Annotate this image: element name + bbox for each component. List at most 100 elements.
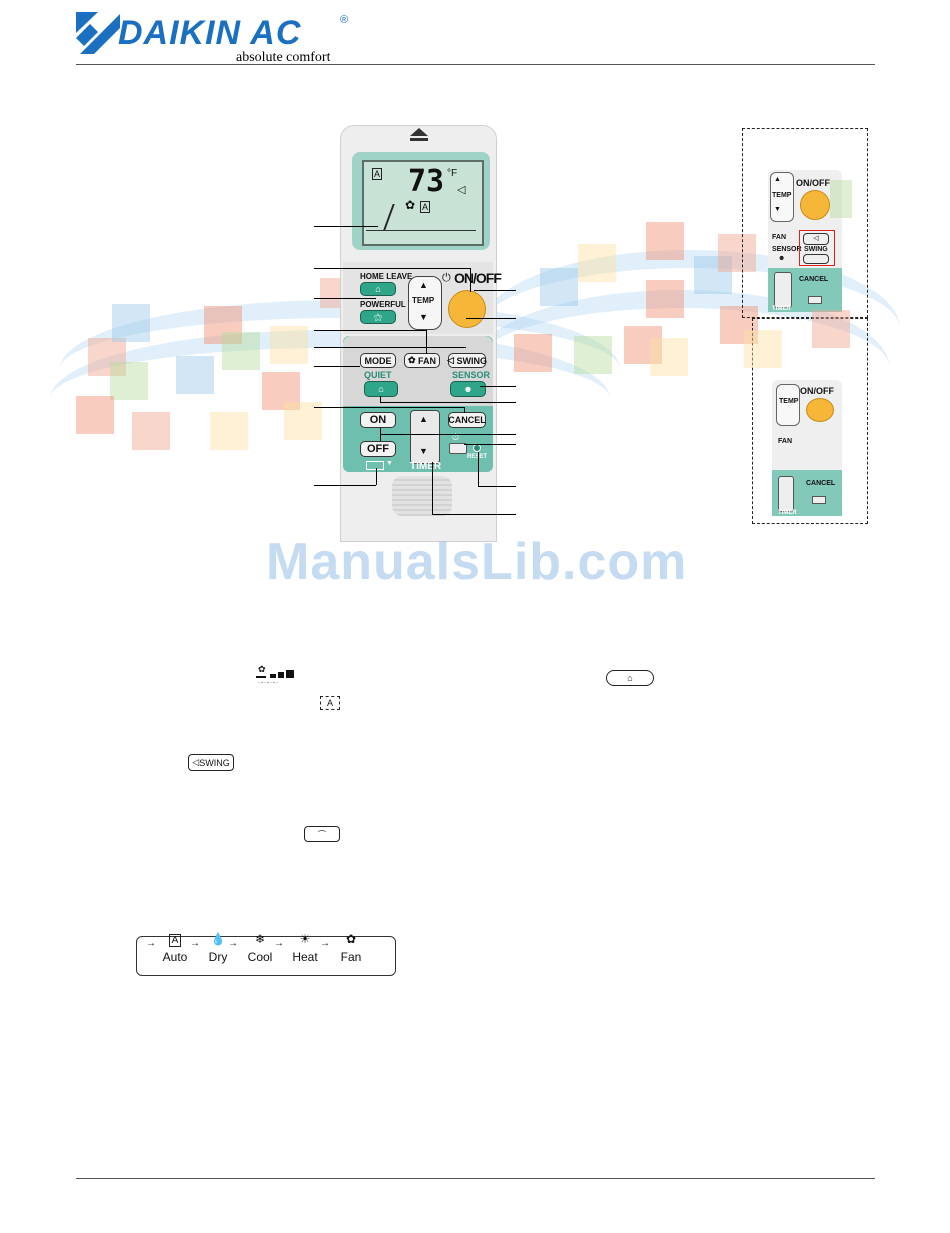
callout-line (470, 268, 471, 292)
callout-line (380, 396, 381, 402)
remote-grille (392, 476, 452, 516)
home-leave-icon: ⌂ (606, 670, 654, 686)
fan-speed-icon: ✿ ·-·-·-· (256, 664, 300, 686)
color-square (694, 256, 732, 294)
mini-fan-label: FAN (772, 234, 786, 241)
color-square (624, 326, 662, 364)
mini-clock-button[interactable] (812, 496, 826, 504)
color-square (132, 412, 170, 450)
temp-rocker[interactable] (408, 276, 442, 330)
mini-temp-rocker[interactable] (770, 172, 794, 222)
timer-off-button[interactable]: OFF (360, 441, 396, 457)
color-square (88, 338, 126, 376)
temp-down-icon[interactable]: ▼ (419, 312, 428, 322)
color-square (514, 334, 552, 372)
color-square (720, 306, 758, 344)
brand-tagline: absolute comfort (236, 50, 331, 65)
mini-on-off-label: ON/OFF (800, 386, 834, 396)
timer-rocker[interactable] (410, 410, 440, 464)
lcd-unit: °F (447, 168, 458, 179)
fan-button[interactable]: ✿ FAN (404, 353, 440, 368)
mini-fan-label: FAN (778, 438, 792, 445)
mini-temp-label: TEMP (772, 192, 792, 199)
reset-button[interactable] (473, 444, 481, 452)
mini-temp-rocker[interactable] (776, 384, 800, 426)
mini-down-icon: ▼ (774, 206, 781, 213)
mini-temp-label: TEMP (779, 398, 799, 405)
callout-line (464, 444, 516, 445)
color-square (262, 372, 300, 410)
color-square (270, 326, 308, 364)
callout-line (478, 486, 516, 487)
powerful-label: POWERFUL (360, 300, 406, 309)
callout-line (432, 514, 516, 515)
mini-timer-rocker[interactable] (778, 476, 794, 512)
flow-arrow-icon: → (228, 938, 238, 949)
callout-line (478, 452, 479, 486)
color-square (320, 278, 340, 308)
callout-line (314, 268, 470, 269)
callout-line (314, 485, 376, 486)
temp-label: TEMP (412, 296, 435, 305)
timer-label: TIMER (410, 461, 442, 472)
swing-button[interactable]: ◁ SWING (447, 353, 487, 368)
lcd-swing-icon: ◁ (457, 184, 466, 196)
color-square (222, 332, 260, 370)
color-square (578, 244, 616, 282)
timer-down-icon[interactable]: ▼ (419, 446, 428, 456)
mini-timer-rocker[interactable] (774, 272, 792, 308)
swing-icon: ◁SWING (188, 754, 234, 771)
callout-line (314, 366, 360, 367)
color-square (744, 330, 782, 368)
mode-label-cool: Cool (247, 950, 273, 964)
color-square (650, 338, 688, 376)
remote-daikin-logo-icon (410, 128, 428, 141)
mini-cancel-label: CANCEL (799, 276, 829, 283)
mode-button[interactable]: MODE (360, 353, 396, 368)
callout-line (376, 468, 377, 485)
mode-heat-icon: ☀ (299, 932, 311, 946)
mini-clock-button[interactable] (808, 296, 822, 304)
color-square (812, 310, 850, 348)
color-square (210, 412, 248, 450)
mode-label-fan: Fan (340, 950, 362, 964)
timer-up-icon[interactable]: ▲ (419, 414, 428, 424)
sensor-button[interactable]: ☻ (450, 381, 486, 397)
mini-swing-icon[interactable]: ◁ (803, 233, 829, 245)
mode-flow-box (136, 936, 396, 976)
mode-cool-icon: ❄ (254, 932, 266, 946)
mini-timer-label: TIMER (772, 306, 791, 312)
temp-up-icon[interactable]: ▲ (419, 280, 428, 290)
battery-icon (366, 461, 384, 470)
callout-line (432, 462, 433, 514)
quiet-button[interactable]: ⌂ (364, 381, 398, 397)
mini-swing-button[interactable] (803, 254, 829, 264)
cancel-button[interactable]: CANCEL (448, 412, 486, 428)
color-square (540, 268, 578, 306)
home-leave-label: HOME LEAVE (360, 272, 413, 281)
on-off-button[interactable] (448, 290, 486, 328)
mini-on-off-button[interactable] (800, 190, 830, 220)
home-leave-button[interactable]: ⌂ (360, 282, 396, 296)
battery-arrow-icon: ▼ (386, 460, 393, 467)
mode-auto-icon: A (155, 932, 195, 947)
color-square (76, 396, 114, 434)
mini-cancel-label: CANCEL (806, 480, 836, 487)
quiet-label: QUIET (364, 370, 392, 380)
mini-on-off-button[interactable] (806, 398, 834, 422)
clock-button[interactable] (449, 443, 467, 454)
color-square (204, 306, 242, 344)
color-square (284, 402, 322, 440)
timer-on-button[interactable]: ON (360, 412, 396, 428)
callout-line (314, 347, 466, 348)
color-square (176, 356, 214, 394)
swing-highlight-box (799, 230, 835, 266)
mini-sensor-label: SENSOR (772, 246, 802, 253)
powerful-button[interactable]: ⚝ (360, 310, 396, 324)
brand-name: DAIKIN AC (118, 14, 302, 52)
sensor-label: SENSOR (452, 370, 491, 380)
lcd-mode-indicator: A (372, 168, 383, 180)
watermark: ManualsLib.com (266, 533, 688, 591)
swing-button-label: SWING (456, 355, 487, 366)
mode-label-auto: Auto (162, 950, 188, 964)
